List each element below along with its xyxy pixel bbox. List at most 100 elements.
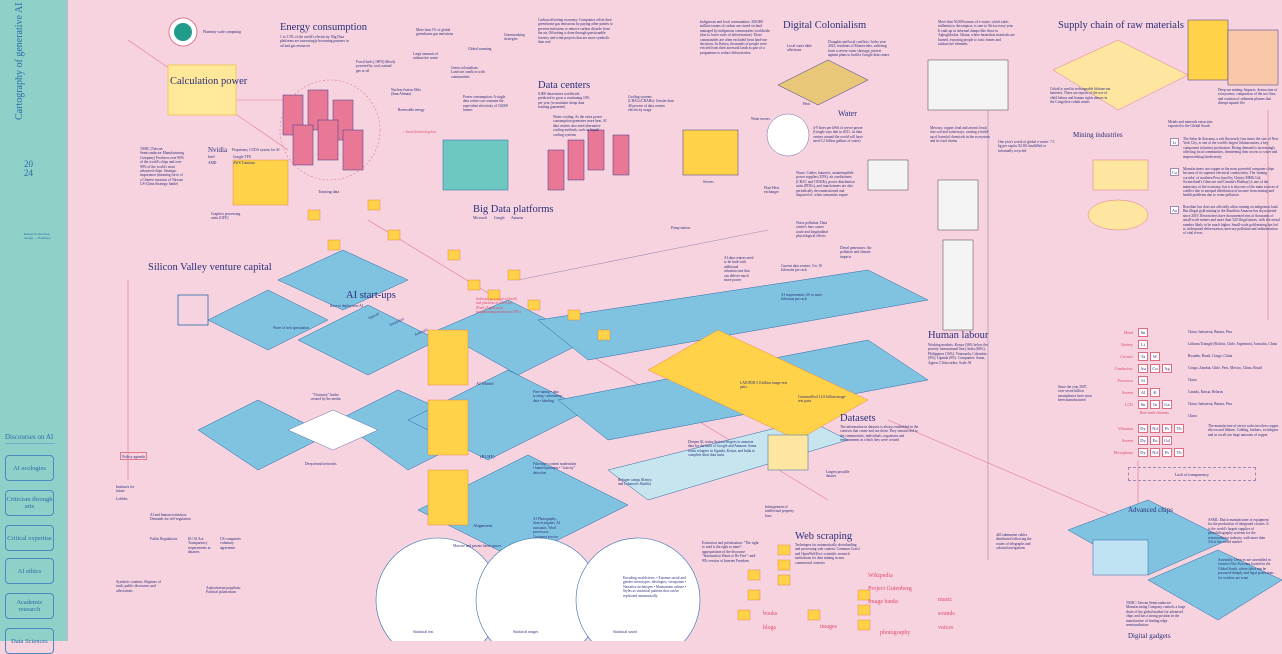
heading-human-labour: Human labour: [928, 330, 989, 341]
public-reg-label: Public Regulations: [150, 537, 178, 541]
transparency-box: Lack of transparency: [1128, 467, 1256, 481]
element-countries: Lithium Triangle (Bolivia, Chile, Argent…: [1188, 341, 1277, 346]
discourse-academic-research[interactable]: Academic research: [5, 593, 54, 619]
discourse-criticism-arts[interactable]: Criticism through arts: [5, 490, 54, 516]
servers-label: Servers: [703, 180, 714, 184]
stat-sound-label: Statistical sound: [613, 630, 637, 634]
discourses-title: Discourses on AI: [5, 433, 55, 444]
water-tower: [682, 129, 739, 176]
energy-desc: 1 to 1.5% of the world's electricity. Bi…: [280, 35, 349, 48]
heading-water: Water: [838, 109, 857, 118]
element-symbol: Cu: [1150, 363, 1160, 373]
filtering-text: Filtering • content moderation • banned …: [533, 462, 577, 475]
current-dc-text: Current data centres: 5 to 10 kilowatts …: [781, 264, 822, 273]
element-use: Circuits: [1120, 353, 1133, 359]
element-symbol: Li: [1138, 339, 1148, 349]
year-top: 20: [24, 159, 33, 169]
source-photography: photography: [880, 630, 911, 636]
discourse-data-sciences[interactable]: Data Sciences: [5, 628, 54, 654]
pump-label: Pump station: [671, 226, 690, 230]
element-symbol: Tb: [1174, 423, 1184, 433]
element-countries: China: [1188, 377, 1197, 382]
element-symbol: Si: [1138, 375, 1148, 385]
ai-model-label: AI Model: [476, 381, 494, 386]
intel-label: Intel: [208, 155, 215, 159]
racks-text: The manufacture of server racks involves…: [1208, 424, 1280, 437]
asml-text: ASML: Dutch manufacturer of equipment fo…: [1208, 518, 1269, 545]
element-use: Microphone: [1113, 449, 1133, 455]
visionary-label: "Visionary" leader created by the media: [310, 393, 341, 402]
element-countries: China: [1188, 413, 1197, 418]
amd-label: AMD: [208, 161, 217, 165]
source-images: images: [820, 624, 837, 630]
element-symbol: Au: [1138, 363, 1148, 373]
saas-text: Software as a service (SaaS) and platfor…: [476, 297, 521, 315]
deep-sea-block: [1187, 19, 1229, 81]
element-symbol: Ta: [1138, 351, 1148, 361]
web-desc: Techniques for automatically downloading…: [795, 543, 860, 565]
apps-text: AI Photography, Search engines, AI assis…: [533, 517, 561, 539]
diesel-text: Diesel generators: Air pollution and cli…: [840, 246, 872, 259]
discourse-ai-ecologies[interactable]: AI ecologies: [5, 455, 54, 481]
radioactive-text: Large amounts of radioactive waste: [413, 52, 439, 61]
lobbies-label: Lobbies: [116, 497, 128, 501]
element-countries: China, Indonesia, Burma, Peru: [1188, 401, 1233, 406]
heading-bigdata: Big Data platforms: [473, 204, 554, 215]
water-drops-icon: [766, 113, 810, 157]
nvidia-label: Nvidia: [208, 146, 228, 154]
tsmc-text: TSMC (Taiwan Semiconductor Manufacturing…: [140, 147, 185, 187]
discourse-critical-expertise[interactable]: Critical expertise: [5, 525, 54, 551]
element-symbol: Ga: [1162, 399, 1172, 409]
element-symbol: Tb: [1174, 447, 1184, 457]
illustration-layer: [127, 17, 1282, 641]
element-countries: Congo, Zambia, Chile, Peru, Mexico, Chin…: [1188, 365, 1263, 370]
training-data-circle: [279, 79, 381, 181]
eu-act-text: EU AI Act: Transparency requirements in …: [188, 537, 211, 555]
institutes-label: Institutes for future: [116, 485, 135, 494]
element-symbol: Pr: [1162, 423, 1172, 433]
data-center-building: [442, 139, 509, 191]
element-symbols: Si: [1138, 375, 1188, 385]
element-countries: China, Indonesia, Burma, Peru: [1188, 329, 1233, 334]
greenwashing-text: Greenwashing strategies: [504, 33, 525, 42]
chip-machine: [1092, 539, 1149, 576]
ewaste-text: More than 50,000 tonnes of e-waste, whic…: [938, 20, 1015, 47]
li-icon: Li: [1170, 138, 1179, 146]
heading-energy: Energy consumption: [280, 22, 368, 33]
local-price-label: ↑ local electrical prices: [403, 130, 437, 134]
discourse-ai-ethics[interactable]: AI ethics: [5, 558, 54, 584]
element-symbol: Dy: [1138, 435, 1148, 445]
au-text: Brazilian law does not officially allow …: [1183, 205, 1280, 236]
green-text: Green colonialism: Land use conflicts wi…: [451, 66, 485, 79]
rlhf-label: (RLHF): [480, 454, 495, 459]
refugee-text: Refugee camps (Kenya and Lebanon's Shati…: [618, 478, 652, 487]
element-symbol: Pr: [1162, 447, 1172, 457]
laion-text: LAION5B 5.8 billion image-text pairs: [740, 381, 788, 390]
nuclear-text: Nuclear fission Oklo (Sam Altman): [391, 88, 421, 97]
heading-mining: Mining industries: [1073, 131, 1123, 139]
gpu-label: Graphics processing units (GPU): [211, 212, 241, 221]
heading-digital-gadgets: Digital gadgets: [1128, 632, 1171, 640]
heading-datacenters: Data centers: [538, 80, 591, 91]
earth-icon: [174, 23, 192, 41]
latent-space-circles: [375, 537, 701, 641]
element-symbol: Dy: [1138, 423, 1148, 433]
cu-text: Manufacturers use copper in the most pow…: [1183, 167, 1279, 198]
year-bottom: 24: [24, 168, 33, 178]
peru-map: [1092, 159, 1149, 191]
drought-land: [777, 59, 869, 106]
alignment-label: Alignment: [473, 523, 493, 528]
au-icon: Au: [1170, 206, 1179, 214]
element-use: Conductors: [1114, 365, 1133, 371]
plate-label: Plate Heat exchanger: [764, 186, 779, 195]
element-symbol: Sn: [1138, 399, 1148, 409]
latent-label: Massive and private latent spaces: [453, 544, 502, 548]
